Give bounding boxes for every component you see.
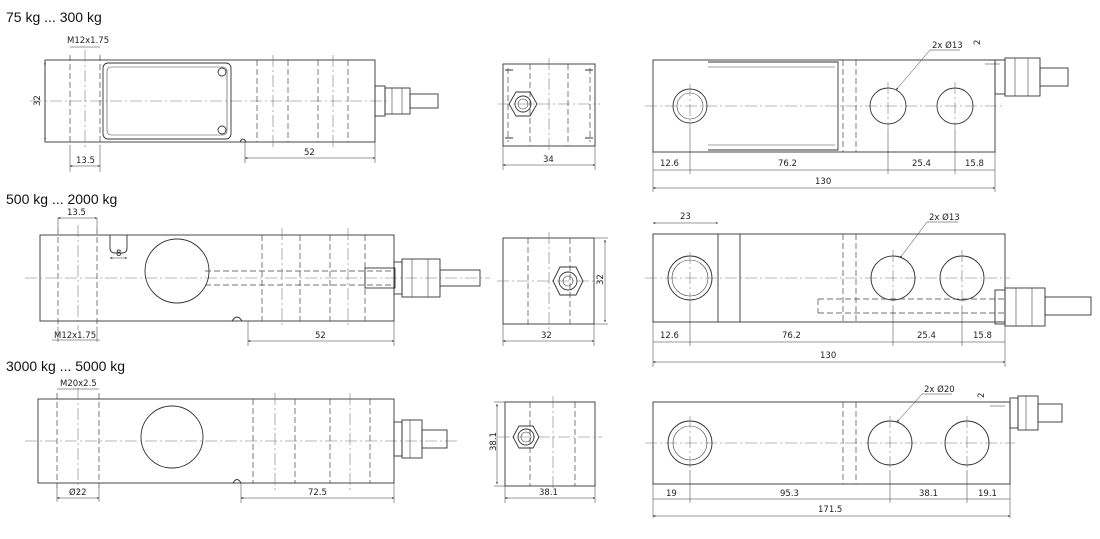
row3-end-view: 38.1 38.1 bbox=[489, 396, 602, 503]
row2-d1-label: 12.6 bbox=[660, 331, 679, 341]
row1-top-view: 2x Ø13 2 12.6 76.2 25.4 15.8 130 bbox=[645, 40, 1069, 192]
row1-thread-label: M12x1.75 bbox=[67, 36, 109, 46]
row3-holes-label: 2x Ø20 bbox=[924, 384, 955, 395]
row1-side-view: 32 M12x1.75 13.5 52 bbox=[30, 36, 439, 172]
row2-offset-label: 13.5 bbox=[67, 208, 86, 218]
row1-d3-label: 25.4 bbox=[912, 159, 931, 169]
row1-end-width-label: 34 bbox=[543, 155, 554, 165]
range-header-3: 3000 kg ... 5000 kg bbox=[6, 358, 125, 374]
row3-d1-label: 19 bbox=[666, 489, 677, 499]
row2-end-height-label: 32 bbox=[596, 274, 606, 285]
row3-d4-label: 19.1 bbox=[978, 489, 997, 499]
row2-slot-label: 8 bbox=[116, 249, 121, 259]
row2-side-view: 13.5 8 M12x1.75 52 bbox=[25, 208, 490, 346]
range-header-1: 75 kg ... 300 kg bbox=[6, 9, 102, 25]
row2-d3-label: 25.4 bbox=[917, 331, 936, 341]
range-header-2: 500 kg ... 2000 kg bbox=[6, 191, 117, 207]
row1-length-label: 52 bbox=[304, 148, 315, 158]
row3-end-width-label: 38.1 bbox=[539, 488, 558, 498]
row2-d4-label: 15.8 bbox=[973, 331, 992, 341]
row1-d4-label: 15.8 bbox=[965, 159, 984, 169]
row2-d2-label: 76.2 bbox=[782, 331, 801, 341]
row1-gap-label: 2 bbox=[973, 40, 983, 45]
row3-thread-label: M20x2.5 bbox=[60, 379, 97, 389]
row2-top-view: 23 2x Ø13 12.6 76.2 25.4 15.8 130 bbox=[645, 212, 1092, 367]
row1-d2-label: 76.2 bbox=[778, 159, 797, 169]
row2-left-label: 23 bbox=[680, 212, 691, 222]
row3-gap-label: 2 bbox=[977, 393, 987, 398]
row2-thread-label: M12x1.75 bbox=[54, 331, 96, 341]
row1-end-view: 34 bbox=[498, 58, 600, 170]
row1-height-label: 32 bbox=[33, 95, 43, 106]
row1-offset-label: 13.5 bbox=[76, 156, 95, 166]
row1-total-label: 130 bbox=[815, 177, 831, 187]
row3-d2-label: 95.3 bbox=[780, 489, 799, 499]
row2-holes-label: 2x Ø13 bbox=[929, 212, 960, 223]
row3-length-label: 72.5 bbox=[308, 488, 327, 498]
row3-top-view: 2x Ø20 2 19 95.3 38.1 19.1 171.5 bbox=[645, 384, 1063, 518]
row2-end-view: 32 32 bbox=[497, 232, 608, 346]
row1-d1-label: 12.6 bbox=[660, 159, 679, 169]
row3-bore-label: Ø22 bbox=[69, 487, 87, 498]
row3-total-label: 171.5 bbox=[818, 505, 842, 515]
row3-end-height-label: 38.1 bbox=[489, 432, 499, 451]
row2-total-label: 130 bbox=[820, 351, 836, 361]
row1-holes-label: 2x Ø13 bbox=[932, 40, 963, 51]
row3-d3-label: 38.1 bbox=[919, 489, 938, 499]
row2-length-label: 52 bbox=[315, 331, 326, 341]
row3-side-view: M20x2.5 Ø22 72.5 bbox=[25, 379, 460, 503]
row2-end-width-label: 32 bbox=[541, 331, 552, 341]
